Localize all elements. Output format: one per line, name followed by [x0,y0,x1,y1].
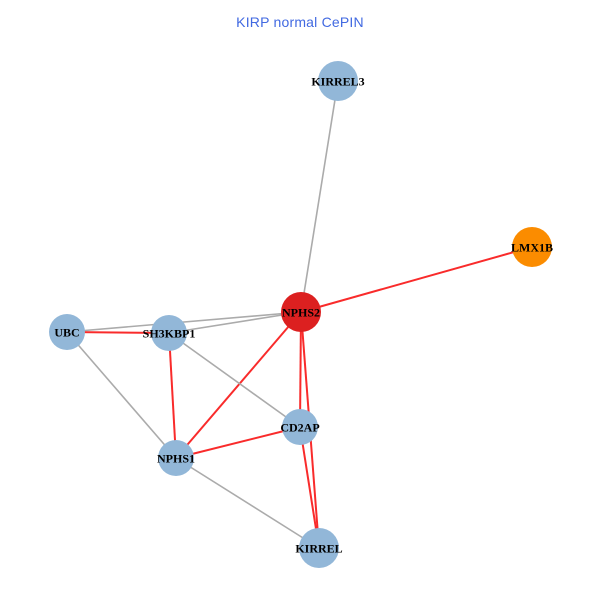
edge-NPHS2-SH3KBP1 [168,311,302,334]
edge-SH3KBP1-CD2AP [168,332,301,428]
node-label-LMX1B: LMX1B [511,240,553,254]
edge-NPHS1-CD2AP [175,426,301,459]
node-LMX1B [512,227,552,267]
plot-title: KIRP normal CePIN [236,14,364,30]
node-NPHS1 [158,440,194,476]
node-KIRREL3 [318,61,358,101]
edge-NPHS2-UBC [66,311,302,333]
edge-CD2AP-KIRREL [299,426,320,549]
node-label-SH3KBP1: SH3KBP1 [143,326,196,340]
nodes-layer [49,61,552,568]
node-SH3KBP1 [151,315,187,351]
edge-NPHS2-LMX1B [300,246,533,313]
node-label-UBC: UBC [54,325,79,339]
edge-NPHS2-NPHS1 [175,311,302,459]
node-NPHS2 [281,292,321,332]
edge-UBC-NPHS1 [66,331,177,459]
node-label-NPHS2: NPHS2 [282,305,320,319]
node-UBC [49,314,85,350]
node-label-NPHS1: NPHS1 [157,451,195,465]
node-label-CD2AP: CD2AP [280,420,319,434]
node-KIRREL [299,528,339,568]
node-label-KIRREL3: KIRREL3 [311,74,364,88]
edge-SH3KBP1-NPHS1 [168,332,177,459]
node-CD2AP [282,409,318,445]
node-label-KIRREL: KIRREL [295,541,342,555]
edge-NPHS1-KIRREL [175,457,320,549]
edge-NPHS2-KIRREL3 [300,80,339,313]
edges-layer [66,80,533,549]
